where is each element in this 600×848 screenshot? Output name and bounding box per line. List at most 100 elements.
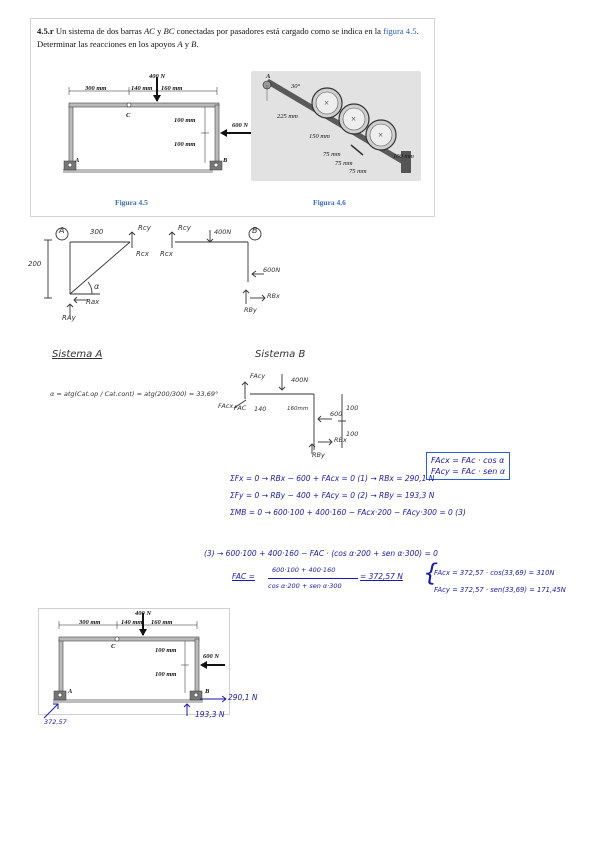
sketch-ray: RAy xyxy=(62,314,76,322)
sketch-label-b: B xyxy=(252,226,258,235)
figure-4-6-drawing: × × × xyxy=(262,79,411,173)
system-b-d160: 160mm xyxy=(287,406,309,412)
system-b-d140: 140 xyxy=(254,405,267,413)
system-a-equation: α = atg(Cat.op / Cat.cont) = atg(200/300… xyxy=(50,390,219,398)
problem-text-1: Un sistema de dos barras xyxy=(53,26,144,36)
final-dim-140: 140 mm xyxy=(121,619,143,626)
system-b-fac: FAC xyxy=(234,404,247,412)
sketch-rby: RBy xyxy=(244,306,257,314)
problem-text-6: . Determinar las reacciones en los apoyo… xyxy=(37,26,419,49)
final-dim-300: 300 mm xyxy=(79,619,101,626)
sketch-dim-200: 200 xyxy=(28,260,42,268)
fac-fraction-bar xyxy=(268,578,358,579)
equation-sum-mb: ΣMB = 0 → 600·100 + 400·160 − FAcx·200 −… xyxy=(230,508,466,517)
final-label-a: A xyxy=(68,688,73,695)
fig45-dim-160: 160 mm xyxy=(161,85,183,92)
equation-sum-fy: ΣFy = 0 → RBy − 400 + FAcy = 0 (2) → RBy… xyxy=(230,491,435,500)
figure-4-6-photo: × × × A 30° 225 mm 150 mm 75 mm 75 mm 75… xyxy=(251,71,421,181)
fig46-dim-225: 225 mm xyxy=(277,113,298,120)
fig45-dim-140: 140 mm xyxy=(131,85,153,92)
fig45-load-600: 600 N xyxy=(232,122,249,129)
system-b-rby: RBy xyxy=(312,451,325,459)
system-b-d100a: 100 xyxy=(346,404,359,412)
final-label-b: B xyxy=(205,688,210,695)
system-b-rbx: RBx xyxy=(334,436,347,444)
final-result-by: 193,3 N xyxy=(195,710,225,719)
fac-denominator: cos α·200 + sen α·300 xyxy=(268,582,342,590)
fig46-dim-75c: 75 mm xyxy=(349,168,367,175)
svg-text:×: × xyxy=(324,98,329,108)
final-load-600: 600 N xyxy=(203,653,220,660)
result-facx: FAcx = 372,57 · cos(33,69) = 310N xyxy=(434,569,555,577)
sketch-dim-300: 300 xyxy=(90,228,104,236)
final-reaction-arrows xyxy=(43,695,227,719)
final-dim-160: 160 mm xyxy=(151,619,173,626)
support-a: A xyxy=(177,39,183,49)
figure-link[interactable]: figura 4.5 xyxy=(383,26,417,36)
final-dim-100a: 100 mm xyxy=(155,647,177,654)
problem-number: 4.5.r xyxy=(37,26,54,36)
components-box: FAcx = FAc · cos α FAcy = FAc · sen α xyxy=(426,452,511,480)
fac-lhs: FAC = xyxy=(232,572,255,581)
free-body-sketch xyxy=(44,227,266,318)
fig46-angle: 30° xyxy=(291,83,301,90)
fig45-label-c: C xyxy=(126,112,131,119)
fig45-label-a: A xyxy=(75,157,80,164)
final-result-bx: 290,1 N xyxy=(228,693,258,702)
fig45-dim-100b: 100 mm xyxy=(174,141,196,148)
bar-ac: AC xyxy=(143,26,155,36)
fig46-dim-100: 100 mm xyxy=(393,153,414,160)
fig45-dim-300: 300 mm xyxy=(85,85,107,92)
fac-result: = 372,57 N xyxy=(360,572,403,581)
sketch-alpha: α xyxy=(94,282,100,291)
system-b-load-600: 600 xyxy=(330,410,343,418)
fig45-dim-100a: 100 mm xyxy=(174,117,196,124)
final-figure-drawing xyxy=(53,613,225,703)
fac-numerator: 600·100 + 400·160 xyxy=(272,566,336,574)
sketch-load-600: 600N xyxy=(263,266,281,274)
support-b: B xyxy=(191,39,197,49)
equation-sum-fx: ΣFx = 0 → RBx − 600 + FAcx = 0 (1) → RBx… xyxy=(230,474,435,483)
problem-text-5: conectadas por pasadores está cargado co… xyxy=(174,26,384,36)
sketch-load-400: 400N xyxy=(214,228,232,236)
sketch-rcx-1: Rcx xyxy=(136,250,149,258)
result-brace: { xyxy=(423,559,439,587)
system-b-d100b: 100 xyxy=(346,430,359,438)
svg-text:×: × xyxy=(351,114,356,124)
components-line-1: FAcx = FAc · cos α xyxy=(431,456,505,465)
fig46-dim-75a: 75 mm xyxy=(323,151,341,158)
sketch-label-a: A xyxy=(59,226,65,235)
final-dim-100b: 100 mm xyxy=(155,671,177,678)
sketch-rax: Rax xyxy=(86,298,100,306)
final-result-a: 372,57 xyxy=(44,718,67,726)
problem-text-3: y xyxy=(154,26,164,36)
bar-bc: BC xyxy=(163,26,175,36)
fig46-dim-75b: 75 mm xyxy=(335,160,353,167)
problem-text-8: y xyxy=(182,39,192,49)
sketch-rbx: RBx xyxy=(267,292,280,300)
final-load-400: 400 N xyxy=(135,610,152,617)
system-b-title: Sistema B xyxy=(255,349,306,360)
system-b-sketch xyxy=(233,374,346,454)
final-label-c: C xyxy=(111,643,116,650)
fig45-label-b: B xyxy=(223,157,228,164)
sketch-rcx-2: Rcx xyxy=(160,250,173,258)
system-b-load-400: 400N xyxy=(291,376,309,384)
result-facy: FAcy = 372,57 · sen(33,69) = 171,45N xyxy=(434,586,566,594)
system-a-title: Sistema A xyxy=(52,349,103,360)
problem-box: 4.5.r Un sistema de dos barras AC y BC c… xyxy=(30,18,435,217)
fig46-dim-150: 150 mm xyxy=(309,133,330,140)
system-b-facx: FAcx xyxy=(218,402,234,410)
sketch-rcy-1: Rcy xyxy=(138,224,151,232)
system-b-facy: FAcy xyxy=(250,372,266,380)
figure-4-6-caption: Figura 4.6 xyxy=(313,198,346,207)
components-line-2: FAcy = FAc · sen α xyxy=(431,467,506,476)
fig46-label-a: A xyxy=(266,73,271,80)
sketch-rcy-2: Rcy xyxy=(178,224,191,232)
problem-statement: 4.5.r Un sistema de dos barras AC y BC c… xyxy=(37,25,432,51)
svg-text:×: × xyxy=(378,130,383,140)
figure-4-5-caption: Figura 4.5 xyxy=(115,198,148,207)
problem-text-10: . xyxy=(196,39,199,49)
equation-substitution: (3) → 600·100 + 400·160 − FAC · (cos α·2… xyxy=(204,549,438,558)
final-figure: 400 N 300 mm 140 mm 160 mm C 100 mm 100 … xyxy=(38,608,230,715)
